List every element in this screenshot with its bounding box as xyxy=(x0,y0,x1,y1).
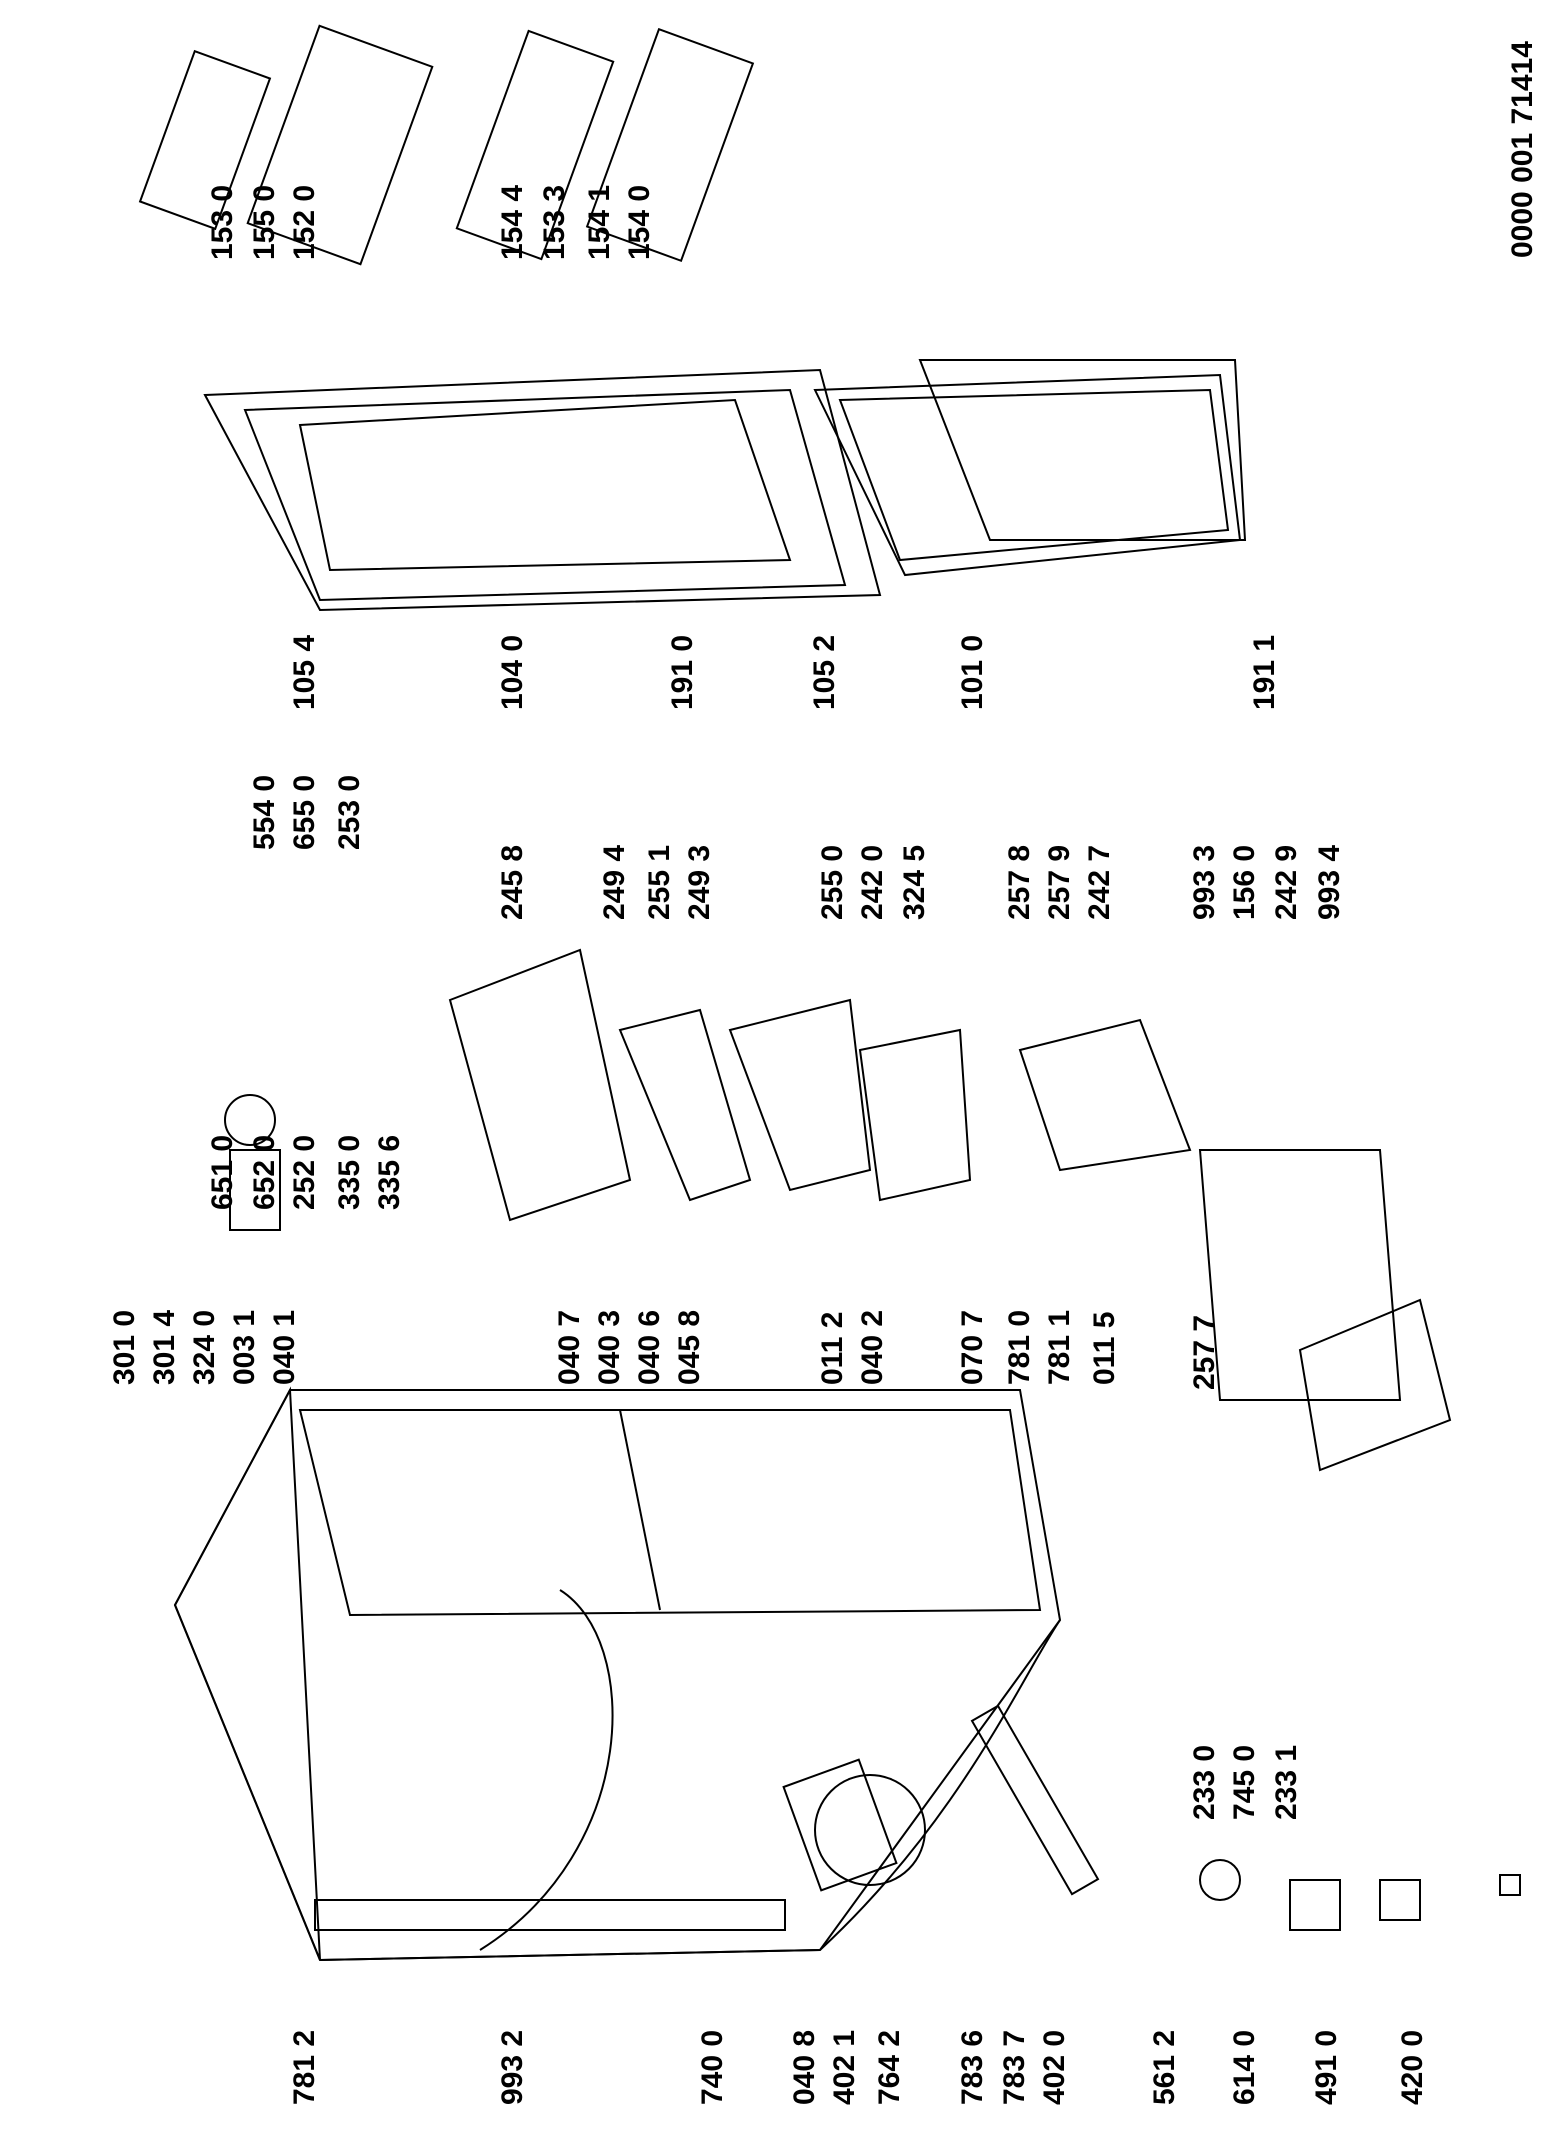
cabinet-drawing xyxy=(175,1390,1060,1960)
part-label: 045 8 xyxy=(673,1309,706,1385)
part-label: 255 0 xyxy=(816,844,849,920)
part-label: 324 0 xyxy=(188,1309,221,1385)
part-label: 993 3 xyxy=(1188,844,1221,920)
part-label: 153 3 xyxy=(538,184,571,260)
freezer-door-drawing xyxy=(205,370,880,610)
compressor-drawing xyxy=(784,1706,1098,1894)
part-label: 105 4 xyxy=(288,634,321,710)
part-label: 993 2 xyxy=(496,2029,529,2105)
part-label: 255 1 xyxy=(643,844,676,920)
part-label: 652 0 xyxy=(248,1134,281,1210)
part-label: 745 0 xyxy=(1228,1744,1261,1820)
part-label: 402 0 xyxy=(1038,2029,1071,2105)
part-label: 154 4 xyxy=(496,184,529,260)
part-label: 781 2 xyxy=(288,2029,321,2105)
fridge-door-drawing xyxy=(815,360,1245,575)
part-label: 783 7 xyxy=(998,2029,1031,2105)
part-label: 781 0 xyxy=(1003,1309,1036,1385)
part-label: 651 0 xyxy=(206,1134,239,1210)
part-label: 154 1 xyxy=(583,184,616,260)
part-label: 153 0 xyxy=(206,184,239,260)
components-drawing xyxy=(225,1095,1520,1930)
part-label: 783 6 xyxy=(956,2029,989,2105)
part-label: 040 7 xyxy=(553,1309,586,1385)
part-label: 301 0 xyxy=(108,1309,141,1385)
part-label: 242 0 xyxy=(856,844,889,920)
part-label: 740 0 xyxy=(696,2029,729,2105)
part-label: 101 0 xyxy=(956,634,989,710)
part-label: 764 2 xyxy=(873,2029,906,2105)
part-label: 335 6 xyxy=(373,1134,406,1210)
part-label: 257 9 xyxy=(1043,844,1076,920)
part-label: 040 2 xyxy=(856,1309,889,1385)
part-label: 242 7 xyxy=(1083,844,1116,920)
part-label: 257 8 xyxy=(1003,844,1036,920)
part-label: 233 1 xyxy=(1270,1744,1303,1820)
part-label: 233 0 xyxy=(1188,1744,1221,1820)
part-label: 324 5 xyxy=(898,844,931,920)
part-label: 191 0 xyxy=(666,634,699,710)
part-label: 245 8 xyxy=(496,844,529,920)
part-label: 253 0 xyxy=(333,774,366,850)
part-label: 070 7 xyxy=(956,1309,989,1385)
part-label: 105 2 xyxy=(808,634,841,710)
part-label: 040 8 xyxy=(788,2029,821,2105)
shelves-drawing xyxy=(450,950,1450,1470)
part-label: 156 0 xyxy=(1228,844,1261,920)
part-label: 655 0 xyxy=(288,774,321,850)
part-label: 249 4 xyxy=(598,844,631,920)
part-label: 781 1 xyxy=(1043,1309,1076,1385)
part-label: 993 4 xyxy=(1313,844,1346,920)
part-label: 249 3 xyxy=(683,844,716,920)
part-label: 040 1 xyxy=(268,1309,301,1385)
part-label: 252 0 xyxy=(288,1134,321,1210)
part-label: 420 0 xyxy=(1396,2029,1429,2105)
part-label: 152 0 xyxy=(288,184,321,260)
part-label: 191 1 xyxy=(1248,634,1281,710)
part-label: 554 0 xyxy=(248,774,281,850)
part-label: 301 4 xyxy=(148,1309,181,1385)
door-shelves-drawing xyxy=(140,26,753,264)
part-label: 561 2 xyxy=(1148,2029,1181,2105)
part-label: 335 0 xyxy=(333,1134,366,1210)
part-label: 402 1 xyxy=(828,2029,861,2105)
part-label: 614 0 xyxy=(1228,2029,1261,2105)
part-label: 155 0 xyxy=(248,184,281,260)
part-label: 154 0 xyxy=(623,184,656,260)
part-label: 003 1 xyxy=(228,1309,261,1385)
part-label: 011 2 xyxy=(816,1311,849,1385)
document-number: 0000 001 71414 xyxy=(1506,41,1539,258)
part-label: 040 6 xyxy=(633,1309,666,1385)
part-label: 257 7 xyxy=(1188,1314,1221,1390)
part-label: 242 9 xyxy=(1270,844,1303,920)
part-label: 040 3 xyxy=(593,1309,626,1385)
part-label: 491 0 xyxy=(1310,2029,1343,2105)
part-label: 104 0 xyxy=(496,634,529,710)
part-label: 011 5 xyxy=(1088,1311,1121,1385)
